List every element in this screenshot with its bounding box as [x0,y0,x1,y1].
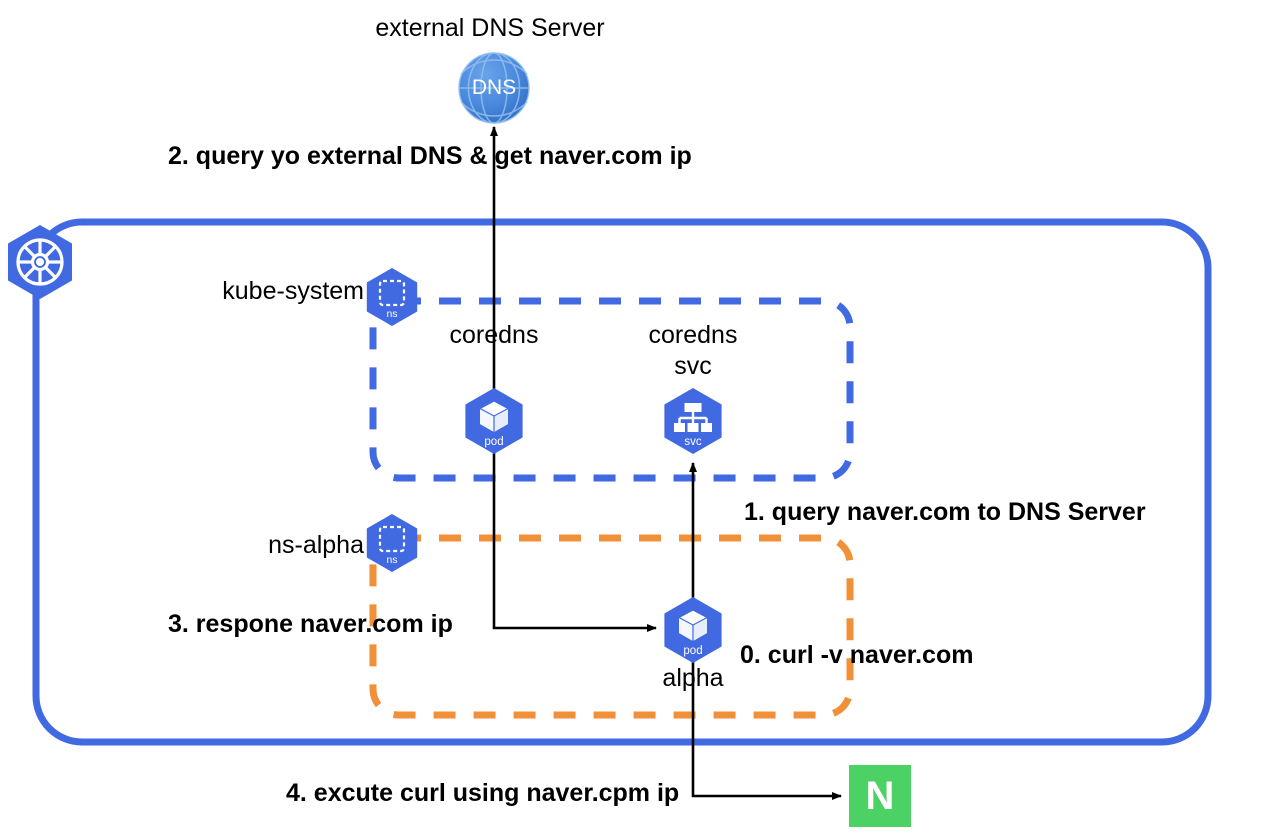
coredns-svc-label-line2: svc [674,352,712,380]
step-2-label: 2. query yo external DNS & get naver.com… [168,142,692,170]
namespace-icon-label: ns [386,554,397,566]
kube-system-namespace-box [369,297,854,482]
arrow-coredns-to-alpha [492,444,657,632]
arrow-alpha-to-naver [691,660,842,800]
kube-system-label: kube-system [222,277,364,305]
alpha-pod-label: alpha [662,664,724,692]
namespace-icon-label: ns [386,308,397,320]
ns-alpha-label: ns-alpha [268,531,364,559]
pod-icon-alpha: pod [664,597,722,663]
service-icon-label: svc [684,436,702,448]
coredns-pod-label: coredns [449,321,539,349]
namespace-icon-ns-alpha: ns [366,514,418,572]
namespace-icon-kube-system: ns [366,268,418,326]
external-dns-server-title: external DNS Server [375,14,605,42]
kubernetes-helm-icon [8,225,72,299]
pod-icon-label: pod [683,645,702,657]
naver-logo-letter: N [865,773,895,818]
ns-alpha-namespace-box [369,534,854,719]
naver-logo-icon: N [849,765,911,827]
step-4-label: 4. excute curl using naver.cpm ip [286,779,680,807]
service-icon-coredns-svc: svc [664,388,722,454]
pod-icon-label: pod [484,436,503,448]
step-3-label: 3. respone naver.com ip [168,610,453,638]
coredns-svc-label-line1: coredns [648,321,738,349]
step-1-label: 1. query naver.com to DNS Server [744,498,1146,526]
globe-icon-text: DNS [472,76,516,99]
step-0-label: 0. curl -v naver.com [740,641,974,669]
globe-icon: DNS [458,52,530,124]
cluster-boundary [32,218,1212,746]
pod-icon-coredns: pod [465,388,523,454]
